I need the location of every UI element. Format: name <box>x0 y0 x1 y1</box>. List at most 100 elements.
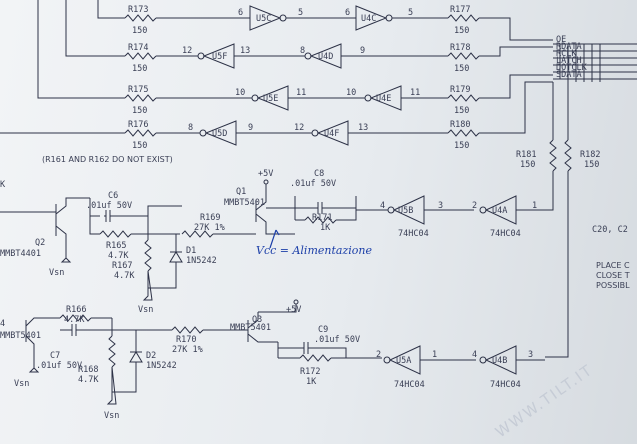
u4b-chip: 74HC04 <box>490 380 521 390</box>
resistor-r175 <box>124 94 157 102</box>
u4d-label: U4D <box>318 52 333 62</box>
r179-label: R179 <box>450 85 470 95</box>
u4f-pin-in: 12 <box>294 123 304 133</box>
q4-vsn: Vsn <box>14 379 29 389</box>
resistor-r171 <box>304 216 337 224</box>
right-note-caps: C20, C2 <box>592 225 628 235</box>
d1-part: 1N5242 <box>186 256 217 266</box>
u5b-chip: 74HC04 <box>398 229 429 239</box>
resistor-r172 <box>299 354 332 362</box>
u4e-pin-in: 10 <box>346 88 356 98</box>
handwritten-vcc-note: Vcc = Alimentazione <box>256 244 372 257</box>
resistor-r181 <box>549 139 557 172</box>
u4b-label: U4B <box>492 356 507 366</box>
r175-label: R175 <box>128 85 148 95</box>
q2-part: MMBT4401 <box>0 249 41 259</box>
capacitor-c7 <box>60 324 112 336</box>
r172-label: R172 <box>300 367 320 377</box>
u5a-chip: 74HC04 <box>394 380 425 390</box>
c7-label: C7 <box>50 351 60 361</box>
resistor-r178 <box>447 52 480 60</box>
q1-vplus: +5V <box>258 169 273 179</box>
u5c-pin-in: 6 <box>238 8 243 18</box>
u4a-label: U4A <box>492 206 507 216</box>
r173-label: R173 <box>128 5 148 15</box>
d1-label: D1 <box>186 246 196 256</box>
inverter-chain-4: R176 150 8 U5D 9 12 U4F 13 R180 150 <box>0 81 553 151</box>
upper-input-circuit: Q2 MMBT4401 Vsn C6 .01uf 50V R165 4.7K R… <box>0 169 537 315</box>
r173-value: 150 <box>132 26 147 36</box>
u5e-pin-in: 10 <box>235 88 245 98</box>
r176-value: 150 <box>132 141 147 151</box>
bus-oe: OE <box>556 35 566 45</box>
inverter-chain-1: R173 150 6 U5C 5 6 U4C 5 R177 150 <box>97 0 553 41</box>
bus-latch: LATCH <box>556 56 582 66</box>
q2-label: Q2 <box>35 238 45 248</box>
r181-value: 150 <box>520 160 535 170</box>
right-note-line2: CLOSE T <box>596 271 630 280</box>
q2-vsn: Vsn <box>49 268 64 278</box>
note-missing-resistors: (R161 AND R162 DO NOT EXIST) <box>42 155 173 164</box>
u5f-label: U5F <box>212 52 227 62</box>
u4c-pin-out: 5 <box>408 8 413 18</box>
u4e-label: U4E <box>376 94 391 104</box>
q3-label: Q3 <box>252 315 262 325</box>
edge-k-label: K <box>0 180 6 190</box>
r176-label: R176 <box>128 120 148 130</box>
u4d-pin-out: 9 <box>360 46 365 56</box>
resistor-r180 <box>447 129 480 137</box>
u4a-chip: 74HC04 <box>490 229 521 239</box>
r170-value: 27K 1% <box>172 345 203 355</box>
u5a-pin-out: 1 <box>432 350 437 360</box>
resistor-r165 <box>99 230 132 238</box>
c9-label: C9 <box>318 325 328 335</box>
u4a-pin-in: 2 <box>472 201 477 211</box>
capacitor-c6 <box>104 210 112 222</box>
q1-supply-node <box>263 179 269 185</box>
r169-value: 27K 1% <box>194 223 225 233</box>
r169-label: R169 <box>200 213 220 223</box>
u5b-pin-out: 3 <box>438 201 443 211</box>
capacitor-c8 <box>312 202 328 214</box>
r172-value: 1K <box>306 377 317 387</box>
resistor-r170 <box>171 326 204 334</box>
bus-rclk: RCLK <box>556 49 577 59</box>
d2-part: 1N5242 <box>146 361 177 371</box>
r168-label: R168 <box>78 365 98 375</box>
watermark: WWW.TILT.IT <box>492 360 597 441</box>
d2-label: D2 <box>146 351 156 361</box>
resistor-r168 <box>108 335 116 368</box>
resistor-r173 <box>124 14 157 22</box>
bus-rdata: RDATA <box>556 42 582 52</box>
r170-label: R170 <box>176 335 196 345</box>
r175-value: 150 <box>132 106 147 116</box>
q4-number: 4 <box>0 319 5 329</box>
c6-label: C6 <box>108 191 118 201</box>
u5b-pin-in: 4 <box>380 201 385 211</box>
resistor-r179 <box>447 94 480 102</box>
u4c-pin-in: 6 <box>345 8 350 18</box>
signal-bus: OE RDATA RCLK LATCH DOTCLK SDATA <box>552 35 637 140</box>
u5c-label: U5C <box>256 14 271 24</box>
zener-d1 <box>169 251 183 263</box>
u4c-label: U4C <box>361 14 376 24</box>
capacitor-c9 <box>298 342 314 354</box>
r167-label: R167 <box>112 261 132 271</box>
u5e-pin-out: 11 <box>296 88 306 98</box>
resistor-r169 <box>181 230 214 238</box>
r168-value: 4.7K <box>78 375 99 385</box>
zener-d2 <box>129 351 143 363</box>
q4-part: MMBT5401 <box>0 331 41 341</box>
r182-value: 150 <box>584 160 599 170</box>
r180-label: R180 <box>450 120 470 130</box>
r177-value: 150 <box>454 26 469 36</box>
r178-value: 150 <box>454 64 469 74</box>
u5e-label: U5E <box>263 94 278 104</box>
r181-label: R181 <box>516 150 536 160</box>
handwritten-annotation: Vcc = Alimentazione <box>256 229 372 257</box>
u5d-pin-out: 9 <box>248 123 253 133</box>
right-note-line3: POSSIBL <box>596 281 630 290</box>
c6-value: .01uf 50V <box>86 201 132 211</box>
bus-dotclk: DOTCLK <box>556 63 588 73</box>
